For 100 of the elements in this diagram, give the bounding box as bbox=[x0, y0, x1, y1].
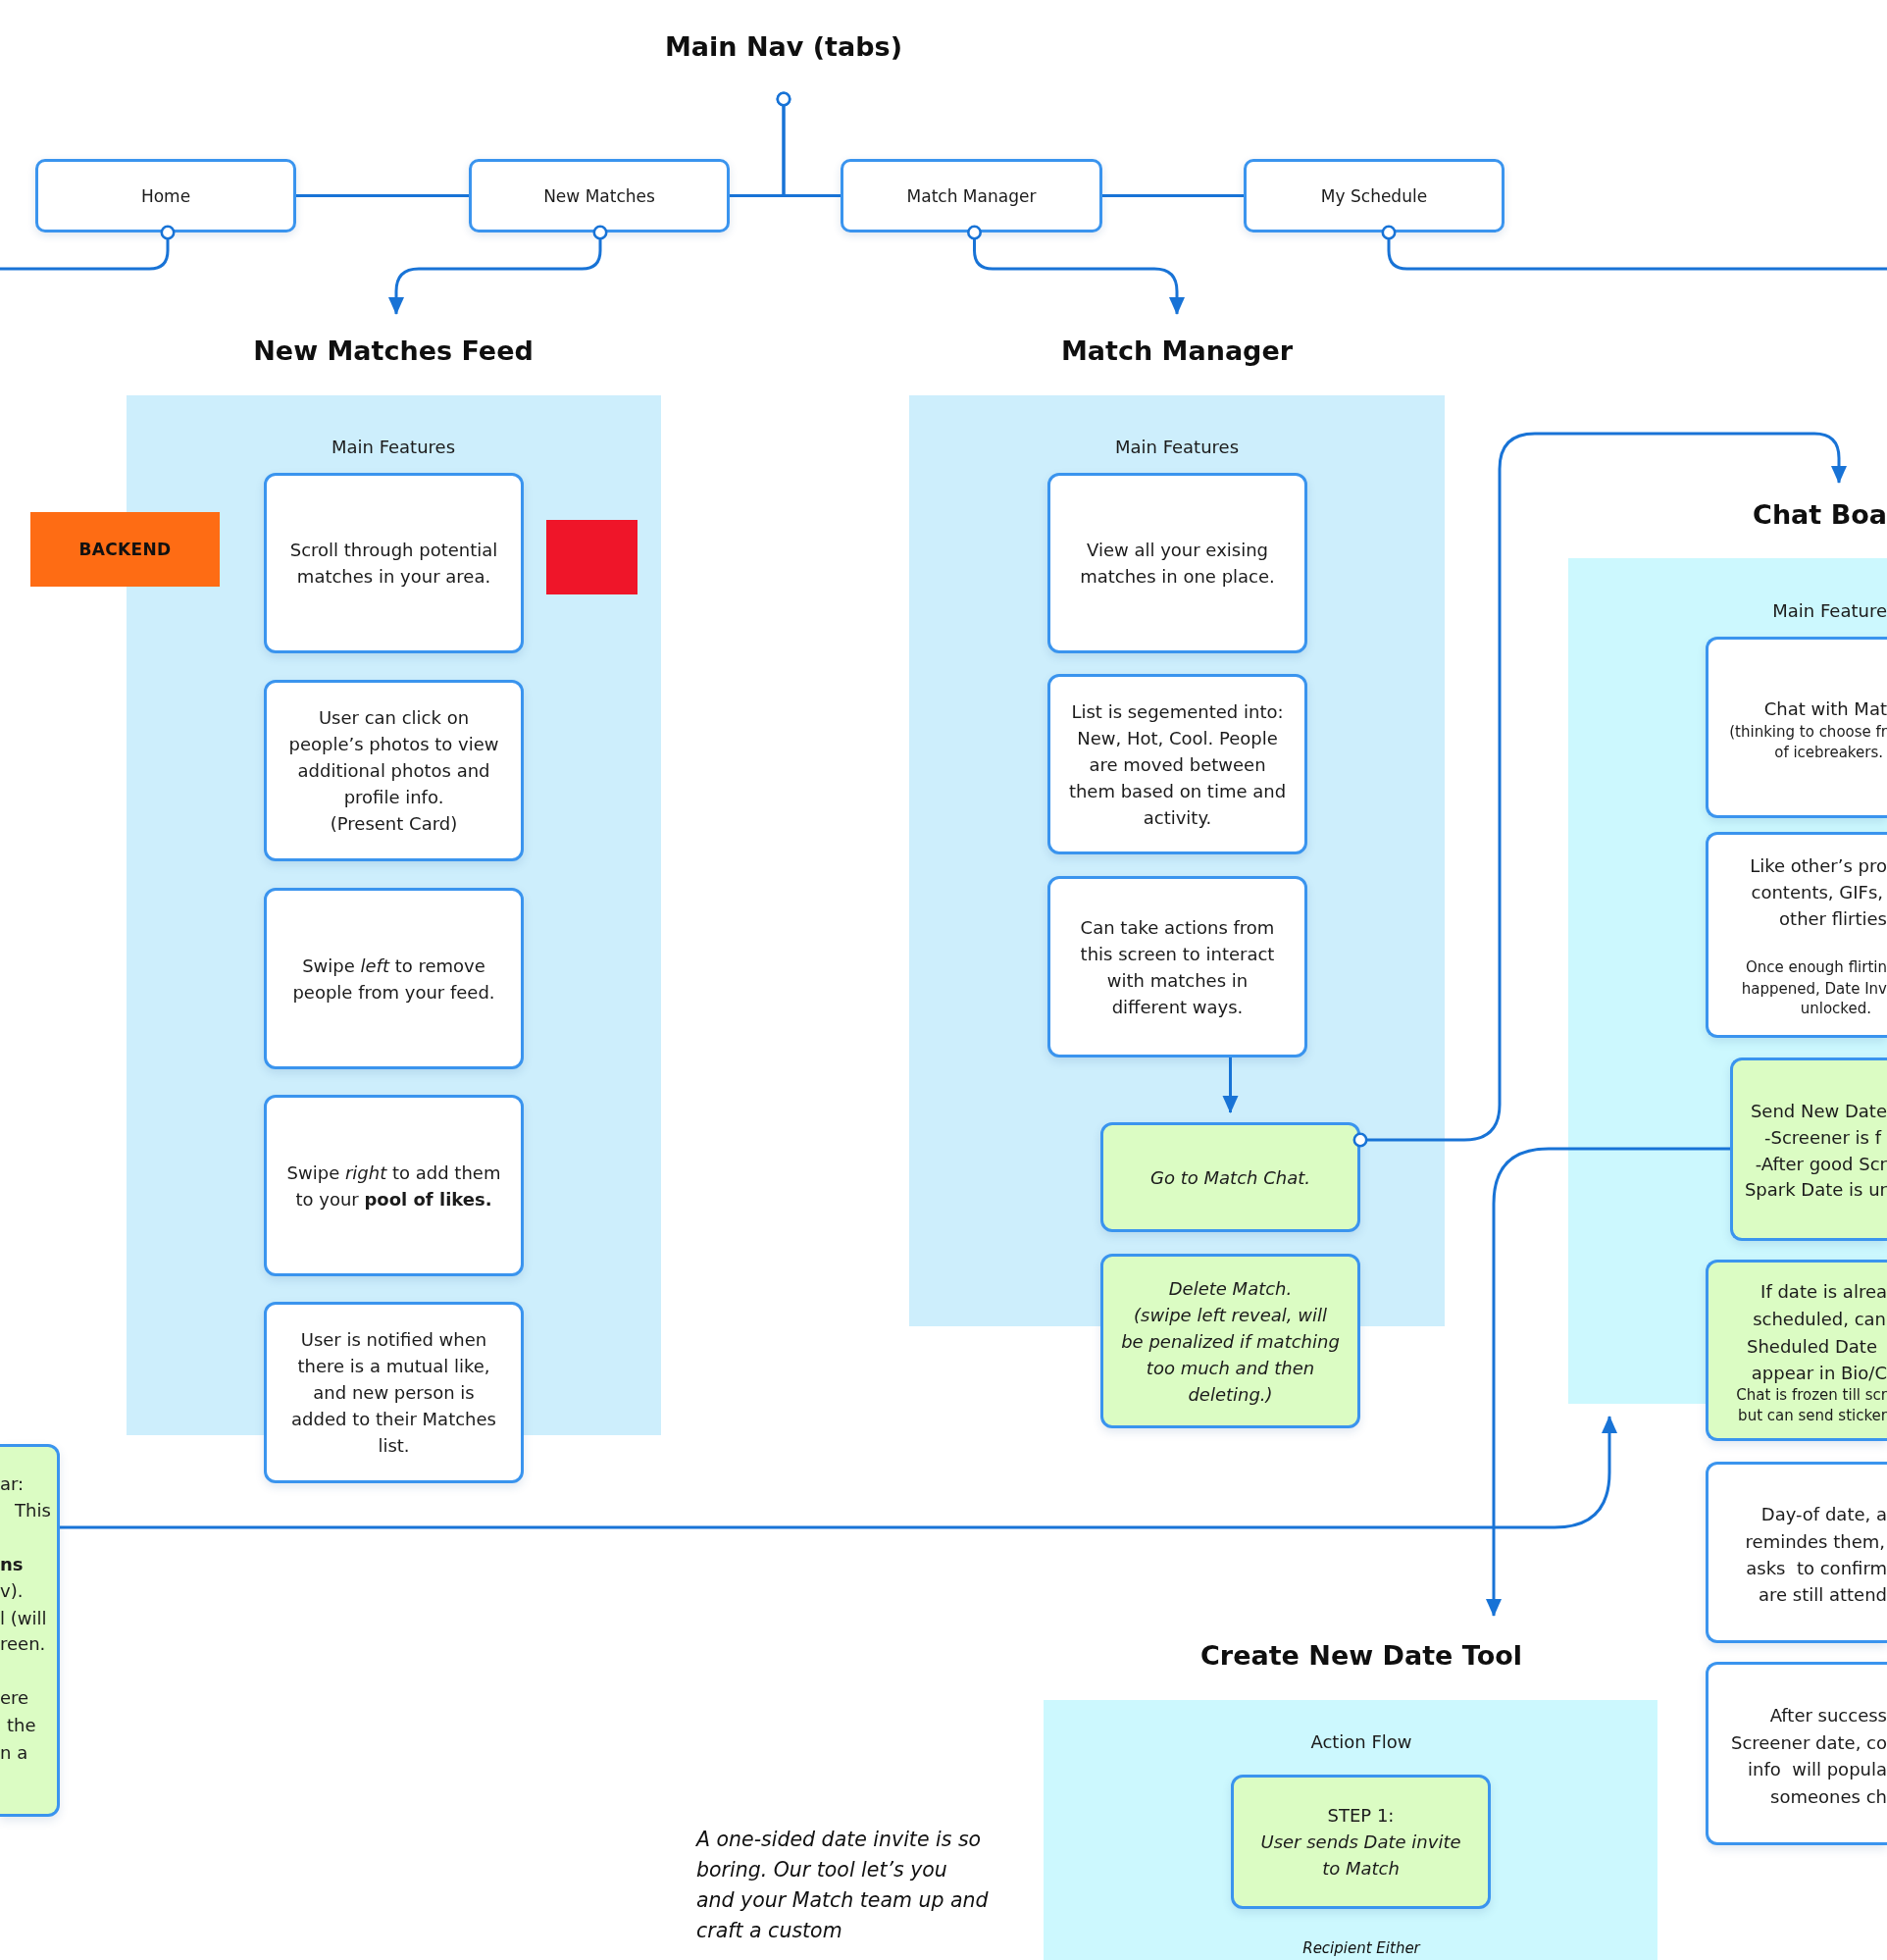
card-text: (Present Card) bbox=[330, 812, 458, 836]
feature-card bbox=[1047, 473, 1307, 653]
connector-line bbox=[1102, 194, 1244, 197]
arrow bbox=[1222, 1057, 1239, 1113]
card-text: Screener date, co bbox=[1730, 1730, 1887, 1755]
panel-heading: Main Features bbox=[1114, 436, 1240, 459]
card-text: asks to confirm bbox=[1746, 1556, 1887, 1580]
card-text: Like other’s pro bbox=[1750, 853, 1887, 878]
feature-card bbox=[1706, 1662, 1887, 1845]
connector-line bbox=[776, 91, 841, 197]
feature-card bbox=[1706, 637, 1887, 818]
action-card bbox=[1100, 1254, 1360, 1428]
card-text: Chat with Mat bbox=[1763, 696, 1887, 721]
feature-card bbox=[264, 473, 524, 653]
tab-label: My Schedule bbox=[1320, 184, 1428, 207]
card-text: Swipe right to add them to your pool of likes. bbox=[285, 1161, 502, 1212]
card-text: User sends Date invite to Match bbox=[1259, 1831, 1462, 1881]
feature-card bbox=[1047, 876, 1307, 1057]
arrow bbox=[1486, 1147, 1730, 1617]
card-text: Sheduled Date bbox=[1747, 1334, 1877, 1359]
feature-card bbox=[264, 1095, 524, 1276]
action-card bbox=[1231, 1775, 1491, 1909]
card-text: View all your exising matches in one place. bbox=[1079, 539, 1276, 589]
card-text: This bbox=[15, 1498, 51, 1522]
card-text: Chat is frozen till scr bbox=[1736, 1384, 1887, 1406]
card-text: -Screener is f bbox=[1764, 1125, 1881, 1150]
note-text: A one-sided date invite is so boring. Our tool let’s you and your Match team up and craft a custom bbox=[696, 1827, 990, 1944]
feature-card bbox=[264, 680, 524, 861]
nav-tab bbox=[469, 159, 730, 232]
arrow bbox=[1352, 432, 1847, 1148]
card-text: ar: bbox=[0, 1471, 25, 1496]
nav-title: Main Nav (tabs) bbox=[665, 30, 902, 64]
card-text: l (will bbox=[0, 1606, 47, 1630]
panel-heading: Main Feature bbox=[1772, 599, 1887, 623]
card-text: List is segemented into: New, Hot, Cool. People are moved between them based on time and activity. bbox=[1068, 699, 1287, 830]
nav-tab bbox=[841, 159, 1102, 232]
card-text: unlocked. bbox=[1800, 998, 1871, 1019]
card-text: Delete Match. bbox=[1168, 1276, 1293, 1301]
tab-label: Match Manager bbox=[906, 184, 1037, 207]
section-panel bbox=[1568, 558, 1887, 1404]
card-text: User can click on people’s photos to view additional photos and profile info. bbox=[287, 706, 500, 809]
card-text: remindes them, bbox=[1745, 1529, 1885, 1554]
card-text: someones ch bbox=[1770, 1784, 1887, 1809]
section-title: Match Manager bbox=[1060, 335, 1294, 368]
tab-label: Home bbox=[140, 184, 191, 207]
feature-card bbox=[1706, 832, 1887, 1038]
card-text: the bbox=[7, 1713, 36, 1737]
panel-heading: Action Flow bbox=[1310, 1730, 1412, 1754]
step-heading: Recipient Either bbox=[1302, 1939, 1420, 1958]
card-text: STEP 1: bbox=[1327, 1804, 1395, 1828]
card-text: of icebreakers. bbox=[1774, 742, 1883, 763]
card-text: Scroll through potential matches in your area. bbox=[288, 539, 499, 589]
card-text: Can take actions from this screen to interact with matches in different ways. bbox=[1079, 915, 1276, 1019]
card-text: other flirties bbox=[1779, 906, 1887, 931]
card-text: Spark Date is ur bbox=[1744, 1177, 1887, 1202]
connector-line bbox=[296, 194, 469, 197]
card-text: Send New Date bbox=[1750, 1099, 1887, 1123]
tag-label: BACKEND bbox=[78, 540, 172, 559]
card-text: v). bbox=[0, 1578, 24, 1603]
feature-card bbox=[264, 888, 524, 1069]
action-card bbox=[0, 1444, 60, 1817]
panel-heading: Main Features bbox=[331, 436, 456, 459]
action-card bbox=[1730, 1057, 1887, 1241]
tab-label: New Matches bbox=[543, 184, 655, 207]
feature-card bbox=[1706, 1462, 1887, 1643]
section-title: Chat Boa bbox=[1753, 498, 1887, 532]
action-card bbox=[1100, 1122, 1360, 1232]
connector-line bbox=[0, 225, 176, 271]
card-text: ere bbox=[0, 1685, 29, 1710]
category-tag bbox=[30, 512, 220, 587]
card-text: Day-of date, a bbox=[1760, 1502, 1887, 1526]
card-text: appear in Bio/C bbox=[1751, 1361, 1887, 1385]
card-text: After success bbox=[1769, 1703, 1887, 1728]
card-text: are still attend bbox=[1758, 1582, 1887, 1607]
card-text: ns bbox=[0, 1552, 24, 1576]
action-card bbox=[1706, 1260, 1887, 1441]
card-text: If date is alrea bbox=[1760, 1279, 1887, 1304]
connector-line bbox=[1381, 225, 1887, 271]
card-text: reen. bbox=[0, 1631, 46, 1656]
card-text: contents, GIFs, bbox=[1751, 880, 1883, 904]
card-text: (swipe left reveal, will be penalized if matching too much and then deleting.) bbox=[1121, 1303, 1340, 1407]
nav-tab bbox=[35, 159, 296, 232]
card-text: -After good Scr bbox=[1755, 1152, 1887, 1176]
card-text: happened, Date Inv bbox=[1741, 978, 1887, 1000]
card-text: n a bbox=[0, 1740, 28, 1765]
section-panel bbox=[909, 395, 1445, 1326]
card-text: but can send sticker bbox=[1738, 1405, 1887, 1426]
nav-tab bbox=[1244, 159, 1504, 232]
card-text: Go to Match Chat. bbox=[1150, 1165, 1310, 1190]
section-panel bbox=[1044, 1700, 1658, 1960]
card-text: scheduled, can bbox=[1753, 1307, 1886, 1331]
card-text: User is notified when there is a mutual like, and new person is added to their Matches list. bbox=[290, 1328, 497, 1458]
card-text: Swipe left to remove people from your feed. bbox=[291, 954, 496, 1005]
feature-card bbox=[264, 1302, 524, 1483]
marker-block bbox=[546, 520, 638, 594]
feature-card bbox=[1047, 674, 1307, 854]
arrow bbox=[60, 1416, 1617, 1529]
card-text: (thinking to choose fr bbox=[1729, 721, 1887, 743]
card-text: Once enough flirtin bbox=[1745, 956, 1887, 978]
card-text: info will popula bbox=[1748, 1757, 1887, 1781]
